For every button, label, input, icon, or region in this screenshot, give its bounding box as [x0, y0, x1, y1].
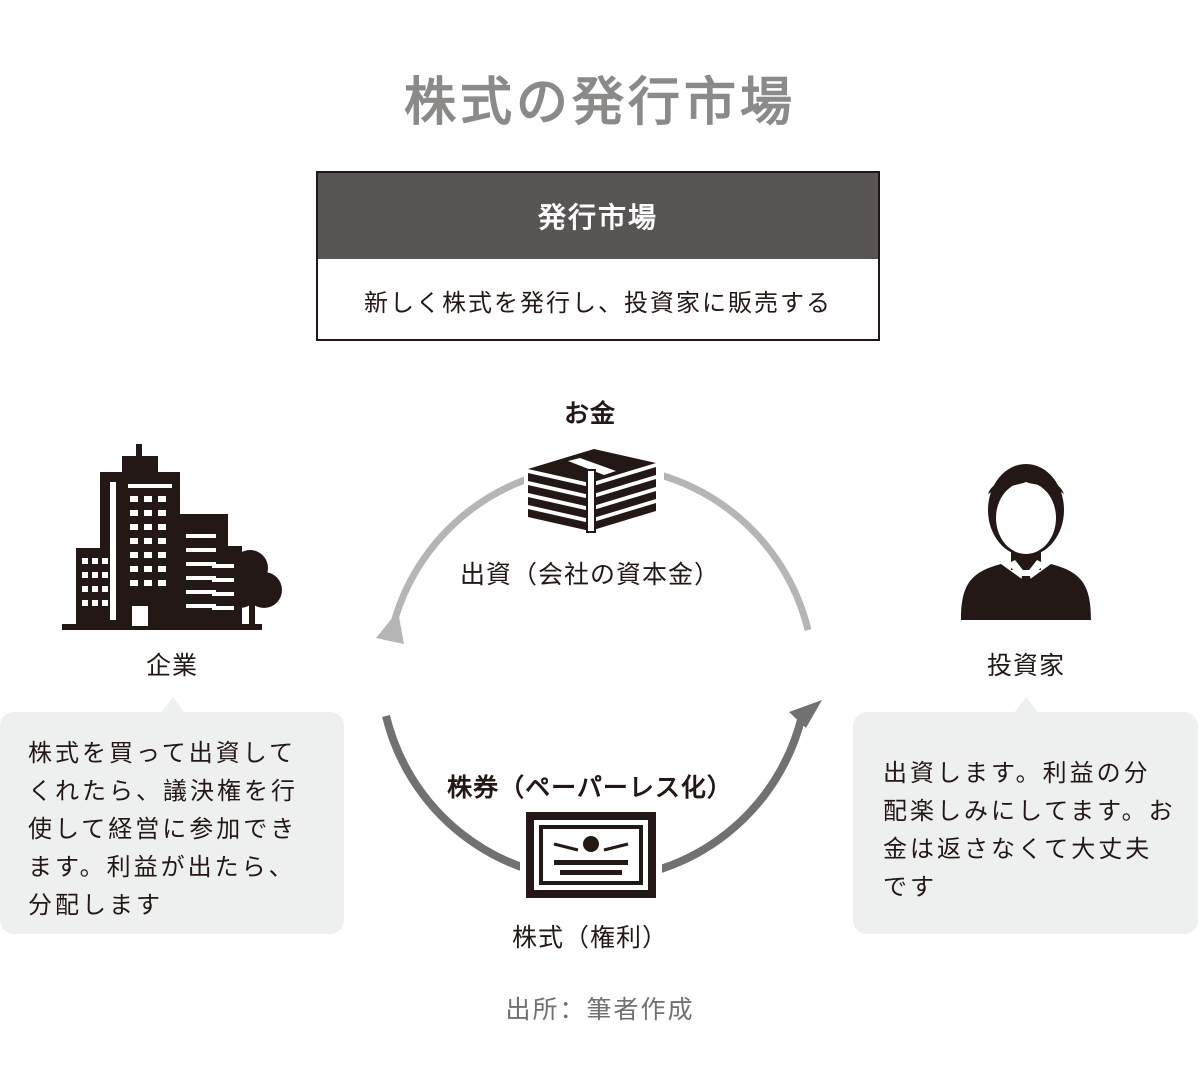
source-note: 出所：筆者作成: [505, 995, 695, 1024]
money-caption: 出資（会社の資本金）: [459, 560, 720, 589]
investor-speech-bubble: 出資します。利益の分配楽しみにしてます。お金は返さなくて大丈夫です: [853, 712, 1198, 934]
money-arrowhead: [376, 611, 404, 644]
market-description: 新しく株式を発行し、投資家に販売する: [364, 288, 832, 317]
market-heading: 発行市場: [318, 173, 878, 259]
money-label: お金: [563, 399, 616, 428]
company-label: 企業: [145, 651, 198, 680]
businessman-icon: [961, 464, 1091, 620]
company-bubble-tail: [161, 697, 185, 713]
company-speech-bubble: 株式を買って出資してくれたら、議決権を行使して経営に参加できます。利益が出たら、…: [0, 712, 344, 934]
office-buildings-icon: [62, 444, 282, 630]
investor-bubble-tail: [1014, 697, 1038, 713]
stock-label: 株券（ペーパーレス化）: [447, 773, 733, 802]
stock-arrowhead: [789, 700, 822, 728]
stock-certificate-icon: [526, 812, 656, 898]
cash-bundle-icon: [528, 449, 656, 533]
stock-caption: 株式（権利）: [511, 923, 668, 952]
page-title: 株式の発行市場: [403, 73, 796, 133]
market-definition-box: 発行市場 新しく株式を発行し、投資家に販売する: [316, 171, 880, 341]
investor-label: 投資家: [986, 651, 1065, 680]
